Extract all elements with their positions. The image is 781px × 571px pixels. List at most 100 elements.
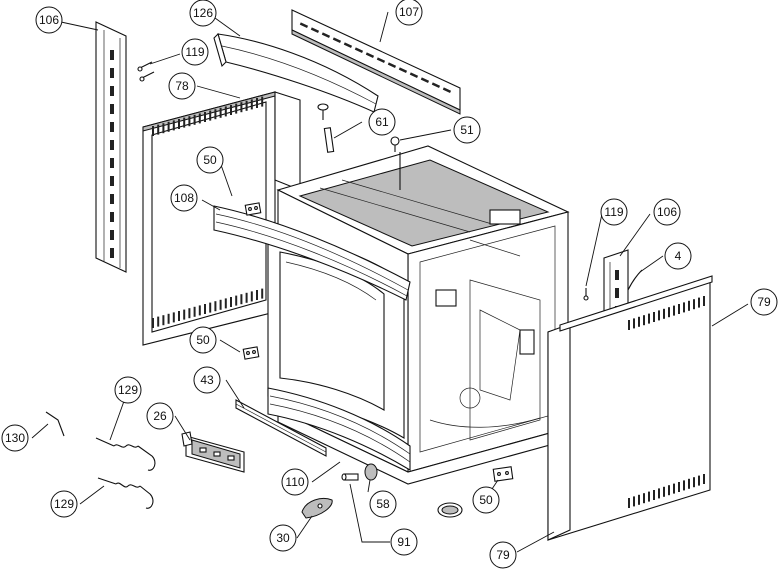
vent-slot [442, 87, 452, 93]
vent-slot [648, 313, 650, 324]
vent-slot [209, 110, 212, 121]
vent-slot [230, 297, 232, 307]
vent-slot [224, 298, 227, 309]
vent-slot [261, 288, 264, 299]
vent-slot [663, 486, 665, 497]
vent-slot [299, 22, 309, 28]
vent-slot [219, 299, 222, 310]
callout-126: 126 [189, 0, 217, 27]
svg-text:78: 78 [175, 79, 189, 93]
callout-129: 129 [114, 376, 142, 404]
vent-slot [224, 106, 227, 117]
vent-slot [110, 50, 114, 60]
svg-text:50: 50 [203, 153, 217, 167]
callout-79: 79 [489, 541, 517, 569]
svg-text:58: 58 [376, 497, 390, 511]
vent-slot [693, 299, 695, 310]
vent-slot [365, 52, 375, 58]
vent-slot [653, 490, 655, 500]
vent-slot [398, 67, 408, 73]
vent-slot [703, 474, 705, 484]
vent-slot [162, 315, 165, 326]
vent-slot [110, 158, 114, 168]
vent-slot [198, 113, 201, 124]
vent-slot [658, 310, 660, 321]
vent-slot [431, 82, 441, 88]
vent-slot [162, 123, 165, 134]
vent-slot [110, 194, 114, 204]
callout-26: 26 [146, 402, 174, 430]
vent-slot [110, 104, 114, 114]
callout-78: 78 [168, 72, 196, 100]
vent-slot [152, 126, 154, 136]
svg-text:110: 110 [285, 475, 304, 489]
vent-slot [354, 47, 364, 53]
svg-text:119: 119 [185, 45, 204, 59]
vent-slot [310, 27, 320, 33]
vent-slot [648, 491, 650, 502]
upper-arched-grille [213, 205, 411, 301]
vent-slot [245, 292, 248, 303]
remote-30 [301, 498, 333, 519]
knob-61 [317, 103, 335, 153]
vent-slot [633, 496, 635, 507]
screws-right [583, 288, 589, 301]
plug-58 [364, 463, 378, 481]
vent-slot [240, 102, 243, 113]
ash-lip-43 [235, 399, 327, 457]
vent-slot [198, 305, 201, 316]
bracket-50-upper [244, 202, 262, 216]
callout-130: 130 [1, 424, 29, 452]
svg-text:106: 106 [657, 205, 677, 219]
left-side-panel [142, 91, 301, 346]
logo-badge [437, 502, 463, 518]
callout-50: 50 [189, 326, 217, 354]
vent-slot [209, 302, 212, 313]
front-glass-door [267, 231, 405, 439]
svg-text:106: 106 [39, 13, 59, 27]
vent-slot [193, 114, 196, 125]
vent-slot [643, 493, 645, 504]
vent-slot [698, 475, 700, 486]
right-side-panel [547, 275, 713, 541]
vent-slot [638, 316, 640, 327]
vent-slot [256, 290, 258, 300]
wire-4 [627, 269, 643, 291]
svg-text:50: 50 [196, 333, 210, 347]
vent-slot [343, 42, 353, 48]
vent-slot [110, 176, 114, 186]
callout-107: 107 [395, 0, 423, 26]
top-arched-cap [213, 32, 379, 113]
vent-slot [628, 498, 630, 508]
vent-slot [157, 124, 160, 135]
svg-text:130: 130 [5, 431, 25, 445]
vent-slot [214, 301, 217, 312]
vent-slot [638, 494, 640, 505]
spring-129-upper [95, 437, 156, 471]
vent-slot [376, 57, 386, 63]
vent-slot [110, 140, 114, 150]
vent-slot [183, 309, 186, 320]
callout-106: 106 [35, 6, 63, 34]
vent-slot [240, 294, 243, 305]
vent-slot [178, 119, 180, 129]
control-panel-26 [181, 431, 245, 473]
left-side-trim-strip [95, 21, 127, 273]
vent-slot [673, 305, 675, 316]
vent-slot [157, 316, 160, 327]
vent-slot [183, 117, 186, 128]
vent-slot [219, 107, 222, 118]
vent-slot [193, 306, 196, 317]
vent-slot [409, 72, 419, 78]
vent-slot [688, 478, 690, 489]
vent-slot [188, 308, 191, 319]
vent-slot [628, 320, 630, 330]
bracket-50-lower [492, 466, 514, 482]
vent-slot [673, 483, 675, 494]
vent-slot [678, 304, 680, 314]
vent-slot [250, 99, 253, 110]
vent-slot [110, 212, 114, 222]
vent-slot [110, 68, 114, 78]
svg-text:119: 119 [604, 205, 623, 219]
